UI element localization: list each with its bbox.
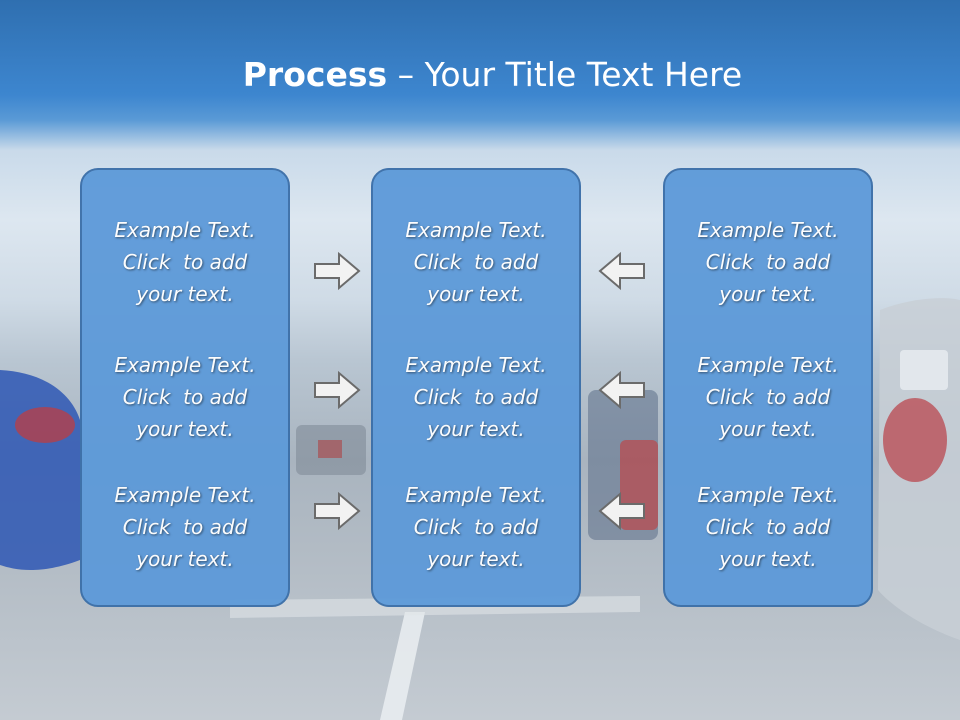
box-text[interactable]: Example Text. Click to add your text. (405, 353, 547, 441)
box-text[interactable]: Example Text. Click to add your text. (114, 483, 256, 571)
slide-title[interactable]: Process – Your Title Text Here (0, 52, 960, 98)
title-rest-part: – Your Title Text Here (387, 55, 743, 94)
box-text[interactable]: Example Text. Click to add your text. (697, 353, 839, 441)
right-arrow-icon (314, 491, 361, 531)
left-arrow-icon (598, 491, 645, 531)
box-text[interactable]: Example Text. Click to add your text. (697, 483, 839, 571)
process-box-left[interactable]: Example Text. Click to add your text. Ex… (80, 168, 290, 607)
title-bold-part: Process (242, 55, 388, 94)
box-text[interactable]: Example Text. Click to add your text. (114, 218, 256, 306)
box-text[interactable]: Example Text. Click to add your text. (114, 353, 256, 441)
box-text[interactable]: Example Text. Click to add your text. (697, 218, 839, 306)
box-text[interactable]: Example Text. Click to add your text. (405, 218, 547, 306)
process-box-center[interactable]: Example Text. Click to add your text. Ex… (371, 168, 581, 607)
process-box-right[interactable]: Example Text. Click to add your text. Ex… (663, 168, 873, 607)
box-text[interactable]: Example Text. Click to add your text. (405, 483, 547, 571)
right-arrow-icon (314, 370, 361, 410)
left-arrow-icon (598, 251, 645, 291)
left-arrow-icon (598, 370, 645, 410)
right-arrow-icon (314, 251, 361, 291)
